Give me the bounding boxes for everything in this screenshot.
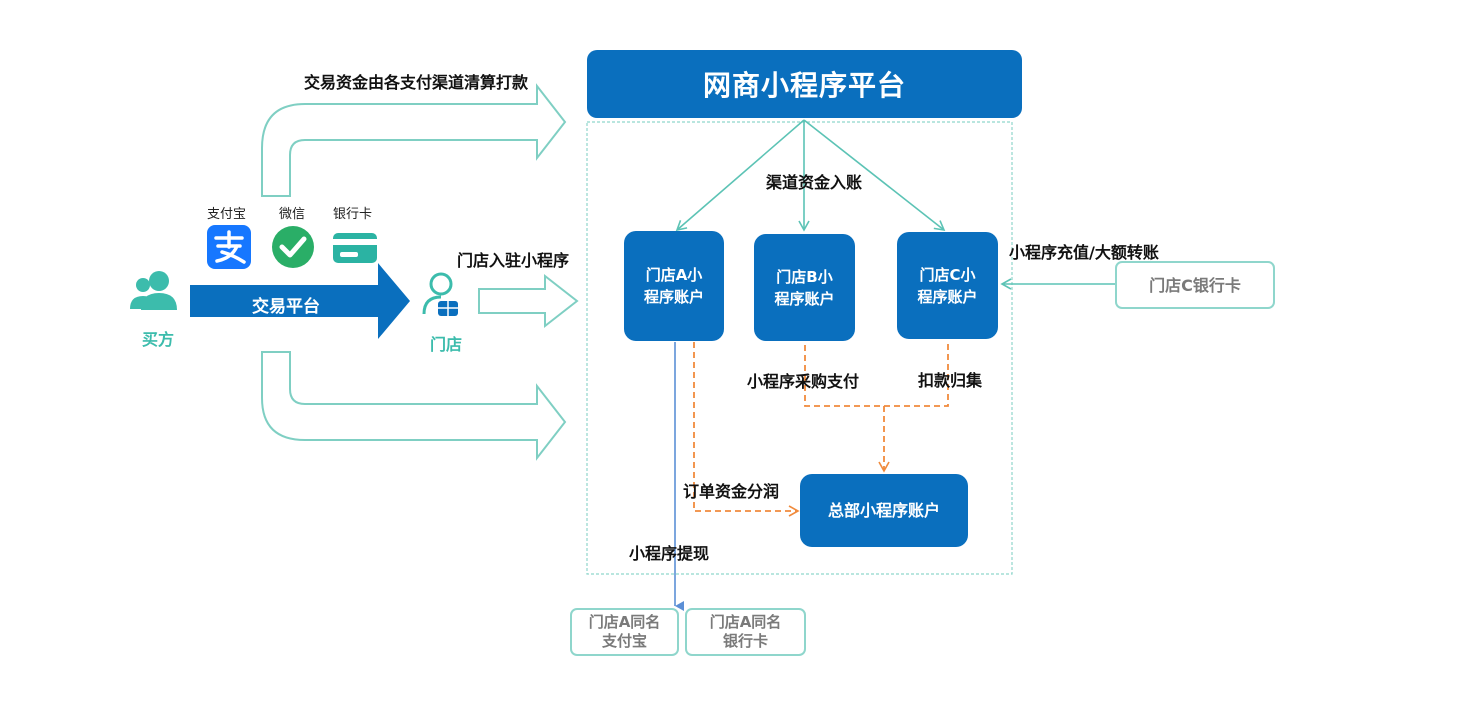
channel-arrow-c: [803, 119, 946, 232]
alipay-label: 支付宝: [207, 207, 247, 222]
store-a-account-line1: 门店A小: [645, 266, 703, 284]
withdraw-target-alipay: 门店A同名 支付宝: [570, 608, 679, 656]
bank-card-label: 银行卡: [333, 207, 373, 222]
store-c-bank-card: 门店C银行卡: [1115, 261, 1275, 309]
hq-account: 总部小程序账户: [800, 474, 968, 547]
store-b-account-line2: 程序账户: [774, 289, 835, 308]
wechat-pay-icon: [272, 226, 314, 268]
withdraw-target-alipay-line1: 门店A同名: [588, 613, 661, 631]
hq-account-label: 总部小程序账户: [827, 500, 940, 520]
withdraw-target-alipay-line2: 支付宝: [601, 632, 647, 650]
recharge-label: 小程序充值/大额转账: [1009, 243, 1159, 262]
store-a-account: 门店A小 程序账户: [624, 231, 724, 341]
store-c-account-line1: 门店C小: [919, 265, 976, 284]
channel-inflow-label: 渠道资金入账: [766, 173, 863, 192]
platform-container: [586, 121, 1013, 575]
onboard-arrow: [478, 273, 579, 329]
platform-title: 网商小程序平台: [587, 50, 1022, 118]
buyer-label: 买方: [142, 330, 175, 349]
bank-card-icon: [333, 233, 377, 263]
bottom-settlement-arrow: [261, 351, 567, 461]
profit-split-label: 订单资金分润: [683, 482, 780, 501]
purchase-dash-line: [804, 341, 949, 407]
store-b-account-line1: 门店B小: [776, 267, 833, 286]
store-c-bank-card-label: 门店C银行卡: [1149, 275, 1241, 295]
withdraw-label: 小程序提现: [629, 544, 710, 563]
store-b-account: 门店B小 程序账户: [754, 234, 855, 341]
top-settlement-arrow: [261, 83, 567, 197]
wechat-label: 微信: [279, 207, 306, 222]
store-label: 门店: [430, 335, 463, 354]
channel-arrow-a: [675, 119, 805, 232]
settlement-label: 交易资金由各支付渠道清算打款: [304, 73, 529, 92]
user-group-icon: [130, 271, 177, 310]
withdraw-target-bank-line2: 银行卡: [722, 632, 768, 650]
withdraw-target-bank: 门店A同名 银行卡: [685, 608, 806, 656]
store-c-account: 门店C小 程序账户: [897, 232, 998, 339]
store-c-account-line2: 程序账户: [917, 287, 978, 306]
trade-platform-arrow: [190, 263, 410, 339]
withdraw-target-bank-line1: 门店A同名: [709, 613, 782, 631]
alipay-icon: [207, 225, 251, 269]
purchase-label: 小程序采购支付: [747, 372, 860, 391]
store-a-account-line2: 程序账户: [643, 288, 704, 306]
onboard-label: 门店入驻小程序: [457, 251, 570, 270]
store-user-icon: [422, 272, 458, 316]
trade-platform-label: 交易平台: [252, 297, 320, 317]
deduct-label: 扣款归集: [918, 371, 983, 390]
